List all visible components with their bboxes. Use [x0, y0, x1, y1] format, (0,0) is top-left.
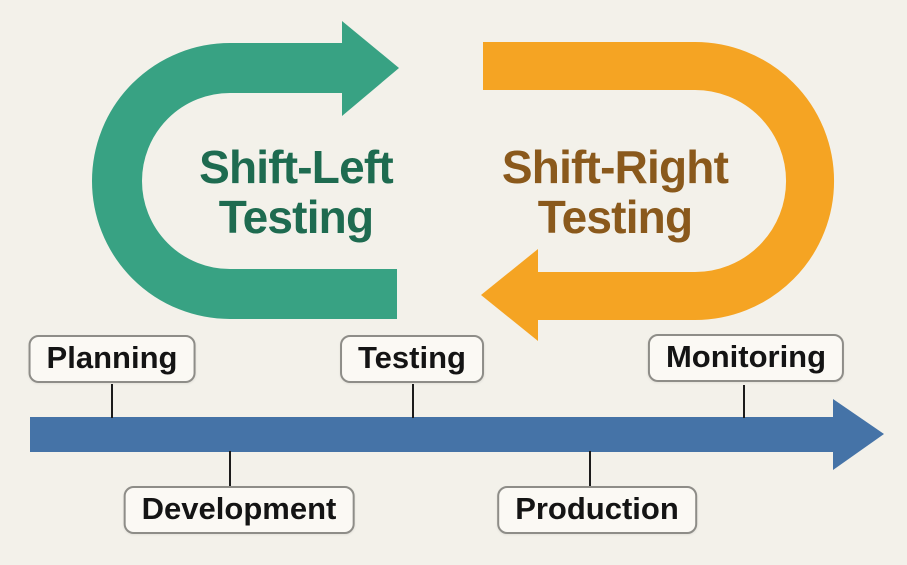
connector-monitoring: [743, 385, 745, 418]
shift-left-title: Shift-Left Testing: [199, 141, 394, 243]
stage-label-production: Production: [497, 486, 697, 534]
connector-planning: [111, 384, 113, 418]
stage-label-development: Development: [123, 486, 355, 534]
connector-testing: [412, 384, 414, 418]
shift-left-arrow: [92, 43, 397, 319]
shift-right-arrow: [483, 42, 834, 320]
timeline-bar: [30, 417, 836, 452]
shift-right-title-line1: Shift-Right: [501, 141, 729, 193]
shift-right-title-line2: Testing: [537, 191, 693, 243]
shift-right-title: Shift-Right Testing: [501, 141, 729, 243]
shift-left-title-line1: Shift-Left: [199, 141, 394, 193]
shift-left-title-line2: Testing: [218, 191, 374, 243]
stage-label-planning: Planning: [28, 335, 196, 383]
connector-production: [589, 451, 591, 487]
connector-development: [229, 451, 231, 487]
shift-left-arrowhead-icon: [342, 21, 399, 116]
stage-label-testing: Testing: [340, 335, 484, 383]
stage-label-monitoring: Monitoring: [647, 334, 845, 382]
timeline-arrowhead-icon: [833, 399, 884, 470]
shift-right-arrowhead-icon: [481, 249, 538, 341]
